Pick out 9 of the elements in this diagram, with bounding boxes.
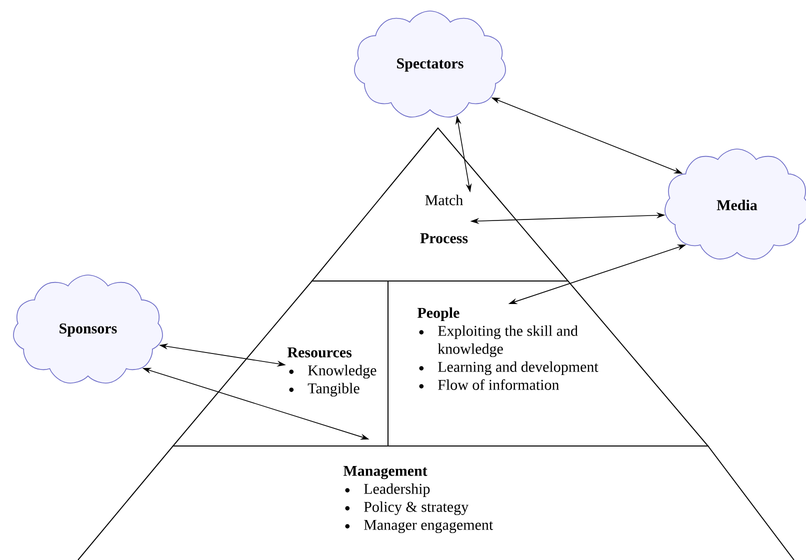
- node-label: Leadership: [364, 483, 430, 497]
- pyramid-section: People Exploiting the skill and knowledge Learning and development Flow of information: [388, 280, 710, 446]
- cloud: Media: [664, 148, 806, 260]
- node-label: Manager engagement: [364, 520, 494, 534]
- node-label: Management: [343, 466, 428, 480]
- cloud: Spectators: [354, 10, 506, 118]
- cloud: Sponsors: [13, 274, 163, 384]
- node-label: Policy & strategy: [364, 501, 469, 516]
- pyramid-section: Management Leadership Policy & strategy Manager engagement: [78, 446, 794, 560]
